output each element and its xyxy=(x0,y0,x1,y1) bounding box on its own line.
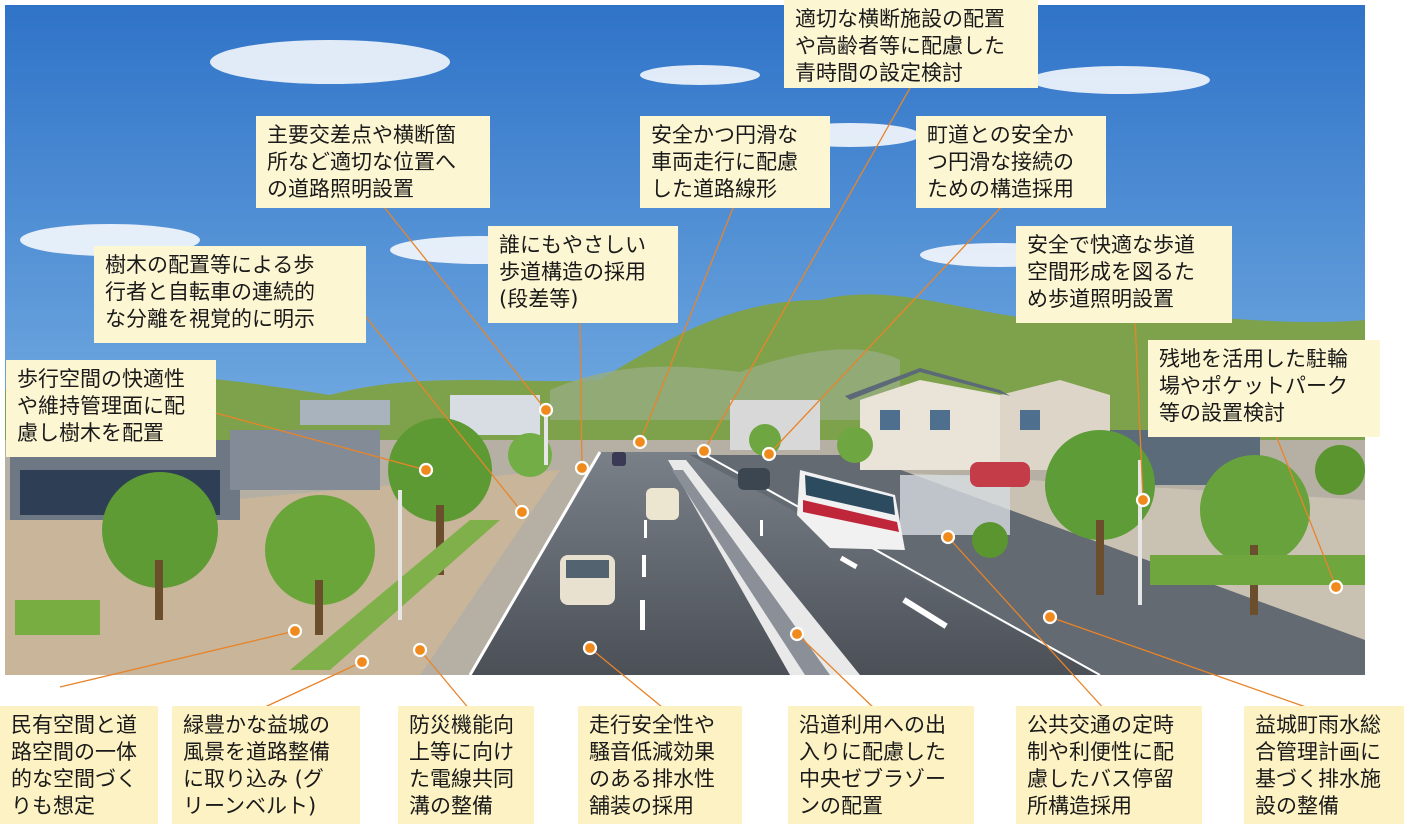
callout-bike-parking-pocket-park: 残地を活用した駐輪 場やポケットパーク 等の設置検討 xyxy=(1148,340,1380,437)
callout-drainage-pavement: 走行安全性や 騒音低減効果 のある排水性 舗装の採用 xyxy=(578,706,742,824)
callout-road-alignment: 安全かつ円滑な 車両走行に配慮 した道路線形 xyxy=(640,116,830,208)
callout-barrier-free-sidewalk: 誰にもやさしい 歩道構造の採用 (段差等) xyxy=(488,226,678,323)
zebra-zone xyxy=(668,460,860,675)
callout-private-public-space: 民有空間と道 路空間の一体 的な空間づく りも想定 xyxy=(0,706,158,824)
lamp-posts xyxy=(398,410,1142,620)
lawn xyxy=(15,600,100,635)
bus xyxy=(797,470,905,550)
callout-green-belt: 緑豊かな益城の 風景を道路整備 に取り込み (グ リーンベルト) xyxy=(172,706,360,824)
callout-town-road-connection: 町道との安全か つ円滑な接続の ための構造採用 xyxy=(916,116,1106,208)
green-belt xyxy=(290,520,500,670)
callout-drainage-facilities: 益城町雨水総 合管理計画に 基づく排水施 設の整備 xyxy=(1244,706,1404,824)
callout-pedestrian-bicycle-separation: 樹木の配置等による歩 行者と自転車の連続的 な分離を視覚的に明示 xyxy=(94,246,366,343)
callout-utility-conduit: 防災機能向 上等に向け た電線共同 溝の整備 xyxy=(398,706,534,824)
leader-lines xyxy=(59,87,1337,713)
cars xyxy=(560,452,1030,605)
lane-dashes xyxy=(640,520,948,630)
callout-bus-stop-structure: 公共交通の定時 制や利便性に配 慮したバス停留 所構造採用 xyxy=(1016,706,1202,824)
zebra-zone-inner xyxy=(672,470,830,675)
callout-center-zebra-zone: 沿道利用への出 入りに配慮した 中央ゼブラゾー ンの配置 xyxy=(788,706,974,824)
callout-tree-placement: 歩行空間の快適性 や維持管理面に配 慮し樹木を配置 xyxy=(6,360,216,457)
callout-crossing-signal-timing: 適切な横断施設の配置 や高齢者等に配慮した 青時間の設定検討 xyxy=(784,0,1038,88)
road xyxy=(470,452,1100,675)
trees xyxy=(102,418,1365,635)
callout-intersection-lighting: 主要交差点や横断箇 所など適切な位置へ の道路照明設置 xyxy=(256,116,490,208)
callout-sidewalk-lighting: 安全で快適な歩道 空間形成を図るた め歩道照明設置 xyxy=(1016,226,1232,323)
marker-dots xyxy=(287,402,1344,670)
